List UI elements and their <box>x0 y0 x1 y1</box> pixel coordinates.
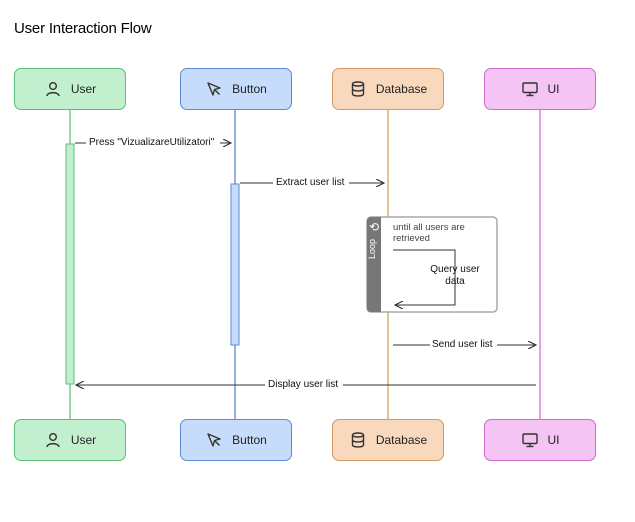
database-icon <box>349 80 367 98</box>
participant-button-bottom: Button <box>180 419 292 461</box>
participant-label: UI <box>547 433 560 447</box>
loop-condition: until all users are retrieved <box>393 222 465 244</box>
database-icon <box>349 431 367 449</box>
participant-label: Button <box>232 433 267 447</box>
message-label-display: Display user list <box>267 379 340 391</box>
participant-database-top: Database <box>332 68 444 110</box>
participant-button-top: Button <box>180 68 292 110</box>
participant-label: User <box>70 433 97 447</box>
user-icon <box>44 431 62 449</box>
activation-button <box>230 183 240 346</box>
message-label-press: Press "VizualizareUtilizatori" <box>88 137 216 149</box>
activation-user <box>65 143 75 385</box>
participant-ui-bottom: UI <box>484 419 596 461</box>
participant-database-bottom: Database <box>332 419 444 461</box>
loop-tag-bar <box>367 217 381 312</box>
monitor-icon <box>521 80 539 98</box>
participant-label: Button <box>232 82 267 96</box>
participant-user-top: User <box>14 68 126 110</box>
user-icon <box>44 80 62 98</box>
participant-label: User <box>70 82 97 96</box>
participant-label: UI <box>547 82 560 96</box>
participant-label: Database <box>375 82 428 96</box>
message-label-extract: Extract user list <box>275 177 346 189</box>
participant-ui-top: UI <box>484 68 596 110</box>
diagram-title: User Interaction Flow <box>14 20 152 37</box>
participant-label: Database <box>375 433 428 447</box>
message-self-query <box>393 249 456 305</box>
participant-user-bottom: User <box>14 419 126 461</box>
loop-tag: Loop <box>367 238 377 260</box>
cursor-pointer-icon <box>205 80 223 98</box>
message-label-query: Query user data <box>430 264 480 287</box>
cursor-pointer-icon <box>205 431 223 449</box>
message-label-send: Send user list <box>431 339 494 351</box>
loop-icon: ⟲ <box>369 220 380 234</box>
monitor-icon <box>521 431 539 449</box>
